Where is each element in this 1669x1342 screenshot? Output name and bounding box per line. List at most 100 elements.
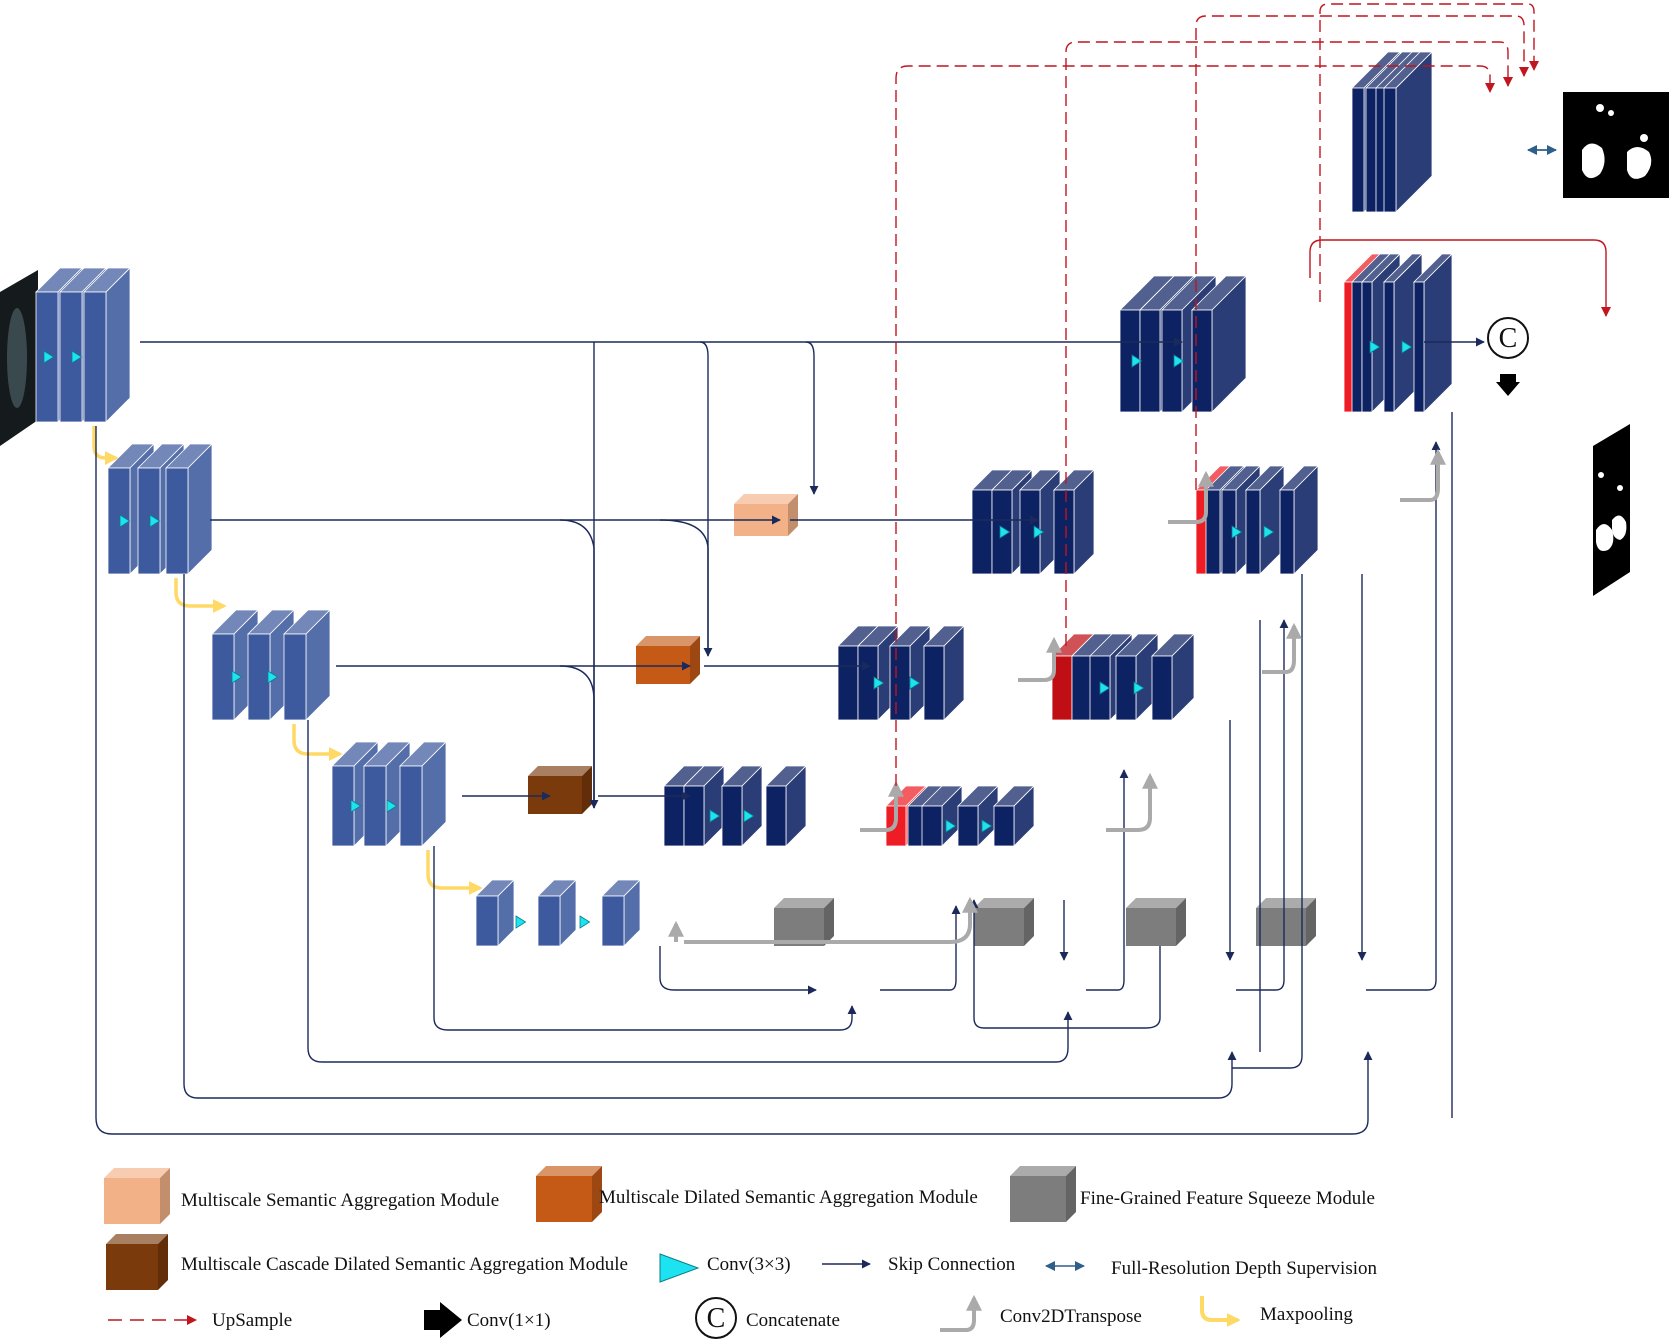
output-mask-top bbox=[1563, 92, 1669, 198]
conv3x3-icon bbox=[1401, 340, 1413, 354]
ffsm-module-4 bbox=[1256, 898, 1316, 946]
decoder-a-1-slab bbox=[1191, 275, 1247, 413]
ffsm-module-1 bbox=[774, 898, 834, 946]
conv1x1-arrow-icon bbox=[1496, 374, 1520, 396]
legend-conv1x1-icon bbox=[424, 1302, 462, 1338]
conv3x3-icon bbox=[515, 915, 527, 929]
output-mask-side bbox=[1593, 424, 1630, 596]
conv3x3-icon bbox=[350, 799, 362, 813]
decoder-b-2 bbox=[1195, 465, 1319, 575]
conv3x3-icon bbox=[909, 676, 921, 690]
loop-e2-ffsm3 bbox=[183, 574, 1237, 1099]
encoder-stage-4-slab bbox=[363, 741, 411, 847]
encoder-stage-4-slab bbox=[399, 741, 447, 847]
encoder-stage-4 bbox=[331, 741, 447, 847]
up-a3-a2 bbox=[1018, 636, 1062, 682]
conv3x3-icon bbox=[386, 799, 398, 813]
encoder-stage-1 bbox=[35, 267, 131, 423]
decoder-a-4-slab bbox=[683, 765, 725, 847]
loop-e4-ffsm1 bbox=[433, 846, 857, 1031]
conv3x3-icon bbox=[579, 915, 591, 929]
legend-label-upsample: UpSample bbox=[212, 1310, 292, 1331]
loop-e3-ffsm2 bbox=[307, 720, 1073, 1063]
conv3x3-icon bbox=[743, 809, 755, 823]
a1-to-concat bbox=[1309, 239, 1611, 317]
legend-swatch-mcdsam bbox=[106, 1234, 168, 1290]
dense-e1-msam bbox=[805, 341, 819, 495]
legend-transpose-arrow bbox=[940, 1294, 982, 1332]
maxpool-arrow-3 bbox=[292, 724, 343, 761]
legend-label-ffsm: Fine-Grained Feature Squeeze Module bbox=[1080, 1188, 1375, 1209]
maxpool-arrow-1 bbox=[92, 426, 119, 465]
conv3x3-icon bbox=[1131, 354, 1143, 368]
bottleneck-slab bbox=[475, 879, 515, 947]
decoder-b-1 bbox=[1343, 253, 1453, 413]
decoder-b-3-slab bbox=[1151, 633, 1195, 721]
decoder-a-3-slab bbox=[923, 625, 965, 721]
up-b4-b3 bbox=[1106, 772, 1158, 832]
upsample-a3 bbox=[1065, 41, 1513, 646]
decoder-b-2-slab bbox=[1245, 465, 1285, 575]
dense-e2-mcdsam bbox=[559, 519, 595, 808]
legend-label-skip: Skip Connection bbox=[888, 1254, 1016, 1275]
bottleneck bbox=[475, 879, 641, 947]
legend-swatch-ffsm bbox=[1010, 1166, 1076, 1222]
decoder-b-2-slab bbox=[1279, 465, 1319, 575]
dense-e3-mcdsam bbox=[559, 665, 595, 808]
mcdsam-module bbox=[528, 766, 592, 814]
bottleneck-slab bbox=[537, 879, 577, 947]
conv3x3-icon bbox=[1173, 354, 1185, 368]
conv3x3-icon bbox=[231, 670, 243, 684]
legend-label-transpose: Conv2DTranspose bbox=[1000, 1306, 1142, 1327]
bottleneck-slab bbox=[601, 879, 641, 947]
concatenate-symbol: C bbox=[1499, 323, 1518, 354]
conv3x3-icon bbox=[43, 350, 55, 364]
conv3x3-icon bbox=[149, 514, 161, 528]
encoder-stage-2-slab bbox=[165, 443, 213, 575]
legend-label-mcdsam: Multiscale Cascade Dilated Semantic Aggr… bbox=[181, 1254, 628, 1275]
legend-label-maxpool: Maxpooling bbox=[1260, 1304, 1353, 1325]
legend-label-conv1: Conv(1×1) bbox=[467, 1310, 551, 1331]
decoder-a-3 bbox=[837, 625, 965, 721]
conv3x3-icon bbox=[945, 819, 957, 833]
conv3x3-icon bbox=[1263, 525, 1275, 539]
up-a4-a3 bbox=[860, 780, 904, 832]
conv3x3-icon bbox=[1133, 681, 1145, 695]
conv3x3-icon bbox=[1099, 681, 1111, 695]
ffsm-module-2 bbox=[974, 898, 1034, 946]
encoder-stage-1-slab bbox=[83, 267, 131, 423]
decoder-b-4-slab bbox=[957, 785, 999, 847]
conv3x3-icon bbox=[119, 514, 131, 528]
ffsm4-to-b1 bbox=[1366, 441, 1441, 991]
conv3x3-icon bbox=[873, 676, 885, 690]
decoder-a-1 bbox=[1119, 275, 1247, 413]
input-ct-image bbox=[0, 270, 38, 446]
fusion-block bbox=[1351, 51, 1433, 213]
upsample-a1 bbox=[1319, 3, 1539, 302]
conv3x3-icon bbox=[981, 819, 993, 833]
conv3x3-icon bbox=[709, 809, 721, 823]
conv3x3-icon bbox=[1033, 525, 1045, 539]
legend-label-concat: Concatenate bbox=[746, 1310, 840, 1331]
fusion-block-slab bbox=[1383, 51, 1433, 213]
loop-e1-ffsm4 bbox=[95, 426, 1373, 1135]
legend-swatch-msam bbox=[104, 1168, 170, 1224]
conv3x3-icon bbox=[999, 525, 1011, 539]
legend-conv3x3-icon bbox=[659, 1253, 700, 1283]
mdsam-module bbox=[636, 636, 700, 684]
loop-d2-extra bbox=[1232, 574, 1303, 1069]
conv3x3-icon bbox=[1231, 525, 1243, 539]
decoder-a-2 bbox=[971, 469, 1095, 575]
legend-label-conv3: Conv(3×3) bbox=[707, 1254, 791, 1275]
encoder-stage-3 bbox=[211, 609, 331, 721]
decoder-b-1-slab bbox=[1413, 253, 1453, 413]
legend-label-fullres: Full-Resolution Depth Supervision bbox=[1111, 1258, 1378, 1279]
legend-label-mdsam: Multiscale Dilated Semantic Aggregation … bbox=[599, 1187, 978, 1208]
dense-e1-mdsam bbox=[699, 341, 713, 657]
maxpool-arrow-4 bbox=[426, 850, 483, 895]
decoder-b-4-slab bbox=[993, 785, 1035, 847]
maxpool-arrow-2 bbox=[174, 578, 227, 613]
ffsm3-to-b2 bbox=[1236, 619, 1289, 991]
